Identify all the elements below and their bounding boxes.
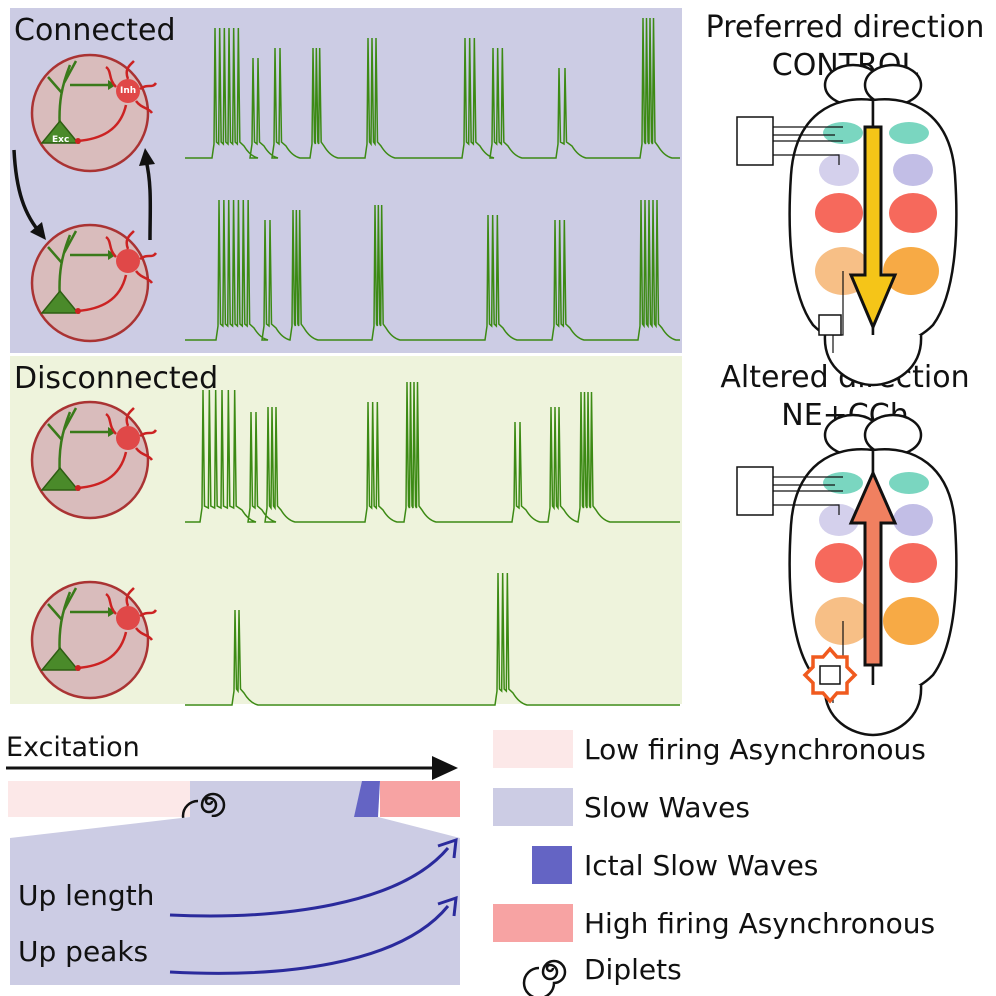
trace-disconnected-2: [185, 572, 680, 706]
trace-disconnected-1: [185, 381, 680, 523]
connected-label: Connected: [14, 13, 176, 48]
up-length-curve: [169, 847, 450, 918]
disconnected-label: Disconnected: [14, 361, 219, 396]
coupling-arrow-up: [144, 159, 153, 241]
inh-label: Inh: [120, 86, 137, 96]
legend-diplets: Diplets: [584, 953, 682, 986]
control-title-line1: Preferred direction: [705, 10, 985, 45]
trace-connected-2: [185, 199, 680, 341]
legend-slow-waves: Slow Waves: [584, 791, 750, 824]
brain-altered: [735, 413, 958, 737]
bar-slow-waves: [190, 781, 362, 817]
up-length-label: Up length: [18, 879, 155, 912]
legend-swatch-high-async: [493, 904, 573, 942]
trace-connected-1: [185, 17, 680, 159]
legend-high-async: High firing Asynchronous: [584, 907, 936, 940]
up-peaks-label: Up peaks: [18, 935, 149, 968]
legend-swatch-slow-waves: [493, 788, 573, 826]
zoom-region: [10, 817, 460, 985]
exc-label: Exc: [52, 135, 70, 145]
legend-diplets-spiral: [522, 959, 567, 996]
bar-high-async: [380, 781, 460, 817]
brain-control: [735, 63, 958, 387]
up-peaks-curve: [169, 905, 450, 975]
bar-ictal: [354, 781, 380, 817]
legend-swatch-ictal: [532, 846, 572, 884]
legend-swatch-low-async: [493, 730, 573, 768]
legend-ictal: Ictal Slow Waves: [584, 849, 819, 882]
bar-low-async: [8, 781, 190, 817]
legend-low-async: Low firing Asynchronous: [584, 733, 926, 766]
excitation-label: Excitation: [6, 732, 140, 763]
